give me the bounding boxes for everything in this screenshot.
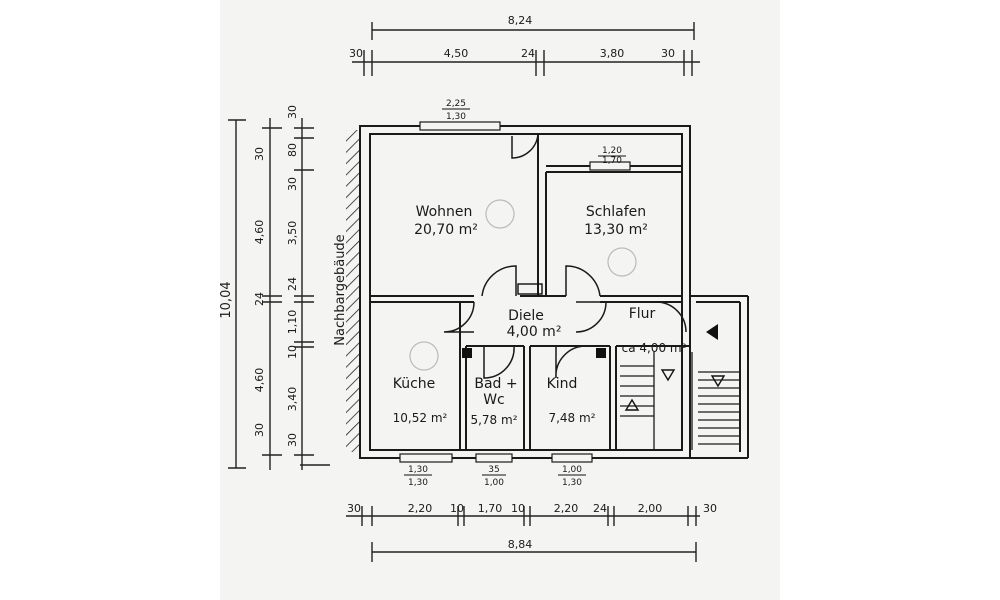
- room-flur-area: ca 4,00 m²: [622, 341, 687, 355]
- dim-inner-f: 1,10: [286, 310, 299, 335]
- dim-bot-seg8: 2,00: [638, 502, 663, 515]
- left-dimensions: [228, 118, 330, 470]
- dim-inner-e: 24: [286, 277, 299, 291]
- room-kueche-area: 10,52 m²: [393, 411, 448, 425]
- win-wohnen-top: 2,25: [446, 99, 466, 109]
- stair-treads: [620, 352, 740, 450]
- room-kind-area: 7,48 m²: [548, 411, 595, 425]
- dim-top-seg1: 30: [349, 47, 363, 60]
- windows: [399, 121, 631, 463]
- stair-arrow-icon: [706, 324, 718, 340]
- stair-down-icon: [624, 398, 640, 411]
- paper-sheet: [220, 0, 780, 600]
- dim-bot-total: 8,84: [508, 538, 533, 551]
- walls: [359, 125, 749, 459]
- dim-top-total: 8,24: [508, 14, 533, 27]
- stair-up-icon: [660, 369, 676, 382]
- win-schlafen-top: 1,20: [602, 146, 622, 156]
- room-wohnen-area: 20,70 m²: [414, 222, 478, 238]
- dim-top-seg5: 30: [661, 47, 675, 60]
- chimney-symbol: [517, 283, 543, 295]
- dim-left-b: 4,60: [253, 220, 266, 245]
- win-kueche-top: 1,30: [408, 465, 428, 475]
- room-wohnen-name: Wohnen: [416, 204, 473, 220]
- dim-top-seg4: 3,80: [600, 47, 625, 60]
- dim-inner-h: 3,40: [286, 387, 299, 412]
- top-dimensions: [352, 22, 700, 76]
- dim-left-c: 24: [253, 292, 266, 306]
- win-kind-top: 1,00: [562, 465, 582, 475]
- room-diele-area: 4,00 m²: [507, 324, 562, 340]
- dim-bot-seg9: 30: [703, 502, 717, 515]
- dim-bot-seg5: 10: [511, 502, 525, 515]
- room-schlafen-area: 13,30 m²: [584, 222, 648, 238]
- dim-left-a: 30: [253, 147, 266, 161]
- win-kind-bot: 1,30: [562, 478, 582, 488]
- room-diele-name: Diele: [508, 308, 544, 324]
- dim-bot-seg6: 2,20: [554, 502, 579, 515]
- bottom-dimensions: [346, 506, 700, 562]
- room-flur-name: Flur: [629, 306, 656, 322]
- room-bad-line1: Bad +: [474, 376, 517, 392]
- dim-left-d: 4,60: [253, 368, 266, 393]
- dim-bot-seg7: 24: [593, 502, 607, 515]
- room-bad-area: 5,78 m²: [470, 413, 517, 427]
- dim-inner-d: 3,50: [286, 221, 299, 246]
- dim-top-seg2: 4,50: [444, 47, 469, 60]
- win-schlafen-bot: 1,70: [602, 156, 622, 166]
- neighbor-wall-hatch: [346, 130, 360, 452]
- dim-top-seg3: 24: [521, 47, 535, 60]
- neighbor-label: Nachbargebäude: [333, 234, 348, 345]
- room-kueche-name: Küche: [393, 376, 436, 392]
- stair-landing-icon: [710, 375, 726, 388]
- win-bad-top: 35: [488, 465, 499, 475]
- dim-bot-seg2: 2,20: [408, 502, 433, 515]
- dim-inner-a: 30: [286, 105, 299, 119]
- dim-left-e: 30: [253, 423, 266, 437]
- win-bad-bot: 1,00: [484, 478, 504, 488]
- dim-inner-g: 10: [286, 345, 299, 359]
- room-bad-line2: Wc: [483, 392, 505, 408]
- dim-inner-c: 30: [286, 177, 299, 191]
- dim-inner-i: 30: [286, 433, 299, 447]
- room-kind-name: Kind: [547, 376, 578, 392]
- vent-icon-bad: [462, 348, 472, 358]
- room-schlafen-name: Schlafen: [586, 204, 646, 220]
- heater-symbols: [409, 199, 637, 371]
- win-kueche-bot: 1,30: [408, 478, 428, 488]
- vent-icon-kind: [596, 348, 606, 358]
- dim-bot-seg4: 1,70: [478, 502, 503, 515]
- dim-bot-seg3: 10: [450, 502, 464, 515]
- door-swings: [443, 133, 687, 379]
- win-wohnen-bot: 1,30: [446, 112, 466, 122]
- dim-bot-seg1: 30: [347, 502, 361, 515]
- dim-left-total: 10,04: [219, 281, 234, 318]
- dim-inner-b: 80: [286, 143, 299, 157]
